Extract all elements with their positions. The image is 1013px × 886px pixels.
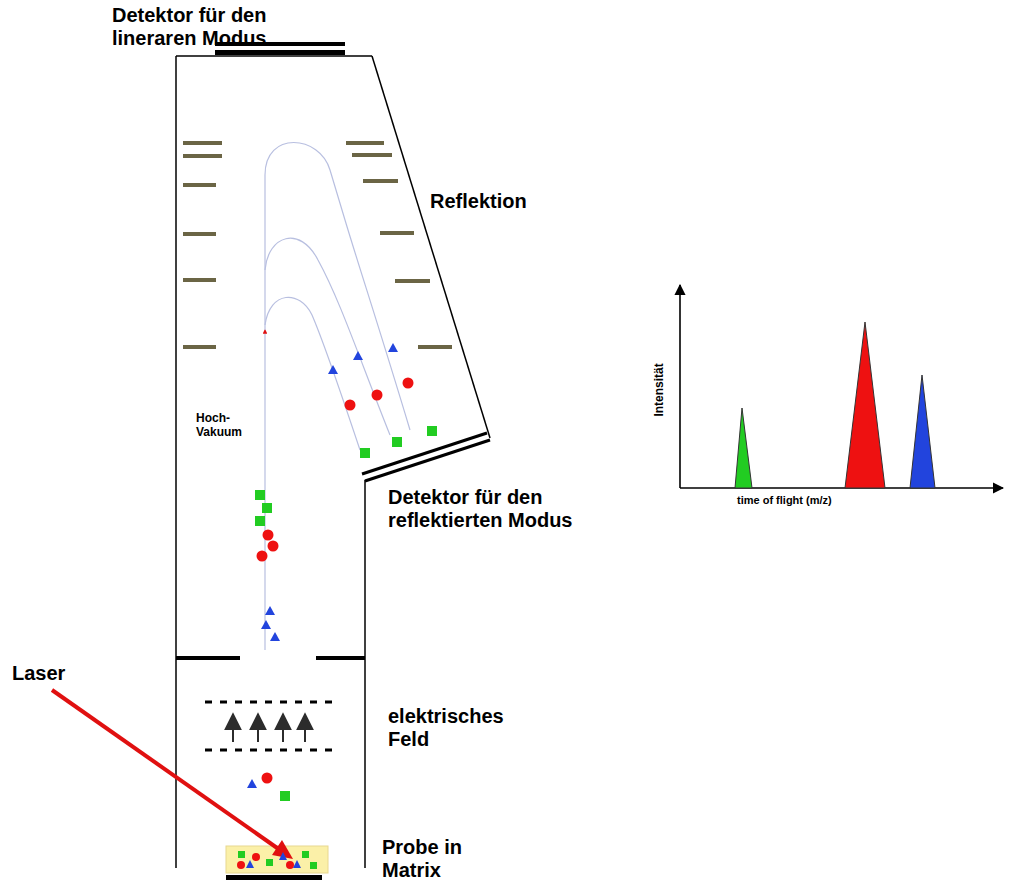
ion-trajectory bbox=[265, 238, 390, 435]
aperture-plate bbox=[176, 656, 365, 660]
flight-tube bbox=[364, 480, 366, 868]
reflectron-plate bbox=[183, 232, 216, 236]
spectrum-peak bbox=[735, 322, 935, 488]
ion-red bbox=[257, 551, 268, 562]
spectrum-peak bbox=[735, 408, 752, 488]
spectrum-peak bbox=[845, 322, 885, 488]
reflectron-plate bbox=[346, 141, 384, 145]
laser-beam bbox=[52, 690, 293, 859]
ion-red bbox=[237, 861, 245, 869]
ion-blue bbox=[246, 860, 254, 868]
reflectron-plate bbox=[183, 183, 216, 187]
ion-blue bbox=[265, 606, 275, 615]
ion-green bbox=[238, 851, 245, 858]
ion-red bbox=[237, 378, 414, 870]
reflectron-plate bbox=[395, 279, 430, 283]
ion-red bbox=[372, 390, 383, 401]
ion-red bbox=[268, 541, 279, 552]
reflectron-plate bbox=[183, 278, 216, 282]
axis-label: Intensität bbox=[653, 363, 667, 416]
ion-green bbox=[255, 490, 265, 500]
reflector-detector bbox=[362, 433, 490, 481]
detector-label: Detektor für den lineraren Modus bbox=[112, 4, 322, 50]
part-label: Laser bbox=[12, 662, 92, 685]
aperture-plate bbox=[316, 656, 365, 660]
linear-detector bbox=[215, 50, 345, 55]
field-arrow bbox=[232, 714, 234, 742]
laser-beam bbox=[52, 690, 280, 850]
ion-green bbox=[255, 516, 265, 526]
laser-beam bbox=[272, 840, 293, 859]
ion-blue bbox=[388, 343, 398, 352]
ion-blue bbox=[247, 779, 257, 788]
ion-red bbox=[262, 773, 273, 784]
flight-tube bbox=[372, 56, 490, 438]
ion-red bbox=[403, 378, 414, 389]
ion-red bbox=[286, 861, 294, 869]
ion-blue bbox=[279, 852, 287, 860]
reflectron-plate bbox=[183, 143, 452, 347]
flight-tube bbox=[176, 56, 490, 868]
ion-blue bbox=[293, 860, 301, 868]
part-label: elektrisches Feld bbox=[388, 705, 528, 751]
field-arrow bbox=[304, 714, 306, 742]
spectrum-peak bbox=[910, 375, 935, 488]
ion-red bbox=[345, 400, 356, 411]
field-grid bbox=[205, 702, 335, 750]
ion-trajectory bbox=[265, 143, 410, 651]
reflectron-plate bbox=[363, 179, 398, 183]
ion-green bbox=[427, 426, 437, 436]
detector-label: Detektor für den reflektierten Modus bbox=[388, 486, 648, 532]
ion-blue bbox=[261, 620, 271, 629]
ion-green bbox=[360, 448, 370, 458]
region-label: Hoch- Vakuum bbox=[196, 412, 244, 440]
reflector-detector bbox=[362, 433, 487, 474]
ion-green bbox=[262, 503, 272, 513]
reflectron-plate bbox=[183, 154, 222, 158]
ion-green bbox=[266, 859, 273, 866]
reflectron-plate bbox=[380, 231, 414, 235]
ion-red bbox=[263, 530, 274, 541]
ion-blue bbox=[246, 343, 398, 868]
reflectron-plate bbox=[352, 153, 392, 157]
part-label: Reflektion bbox=[430, 190, 570, 213]
ion-blue bbox=[353, 351, 363, 360]
part-label: Probe in Matrix bbox=[382, 836, 482, 882]
flight-tube bbox=[176, 55, 372, 57]
field-grid bbox=[205, 749, 335, 752]
axis-label: time of flight (m/z) bbox=[737, 494, 887, 507]
chart-axis bbox=[679, 285, 681, 488]
ion-blue bbox=[328, 365, 338, 374]
field-arrow bbox=[282, 714, 284, 742]
reflectron-plate bbox=[183, 141, 222, 145]
aperture-plate bbox=[176, 656, 240, 660]
reflector-detector bbox=[365, 440, 490, 481]
ion-trajectory bbox=[265, 297, 360, 450]
ion-green bbox=[280, 791, 290, 801]
ion-green bbox=[392, 437, 402, 447]
reflectron-plate bbox=[183, 345, 216, 349]
chart-axis bbox=[680, 487, 1003, 489]
ion-green bbox=[310, 862, 317, 869]
sample-matrix bbox=[226, 875, 322, 880]
ion-blue bbox=[270, 632, 280, 641]
field-arrow bbox=[257, 714, 259, 742]
flight-tube bbox=[175, 56, 177, 868]
ion-red bbox=[252, 853, 260, 861]
ion-green bbox=[302, 851, 309, 858]
field-grid bbox=[205, 701, 335, 704]
chart-axis bbox=[680, 285, 1003, 488]
ion-trajectory bbox=[265, 143, 410, 431]
field-arrow bbox=[233, 714, 305, 742]
reflectron-plate bbox=[418, 345, 452, 349]
